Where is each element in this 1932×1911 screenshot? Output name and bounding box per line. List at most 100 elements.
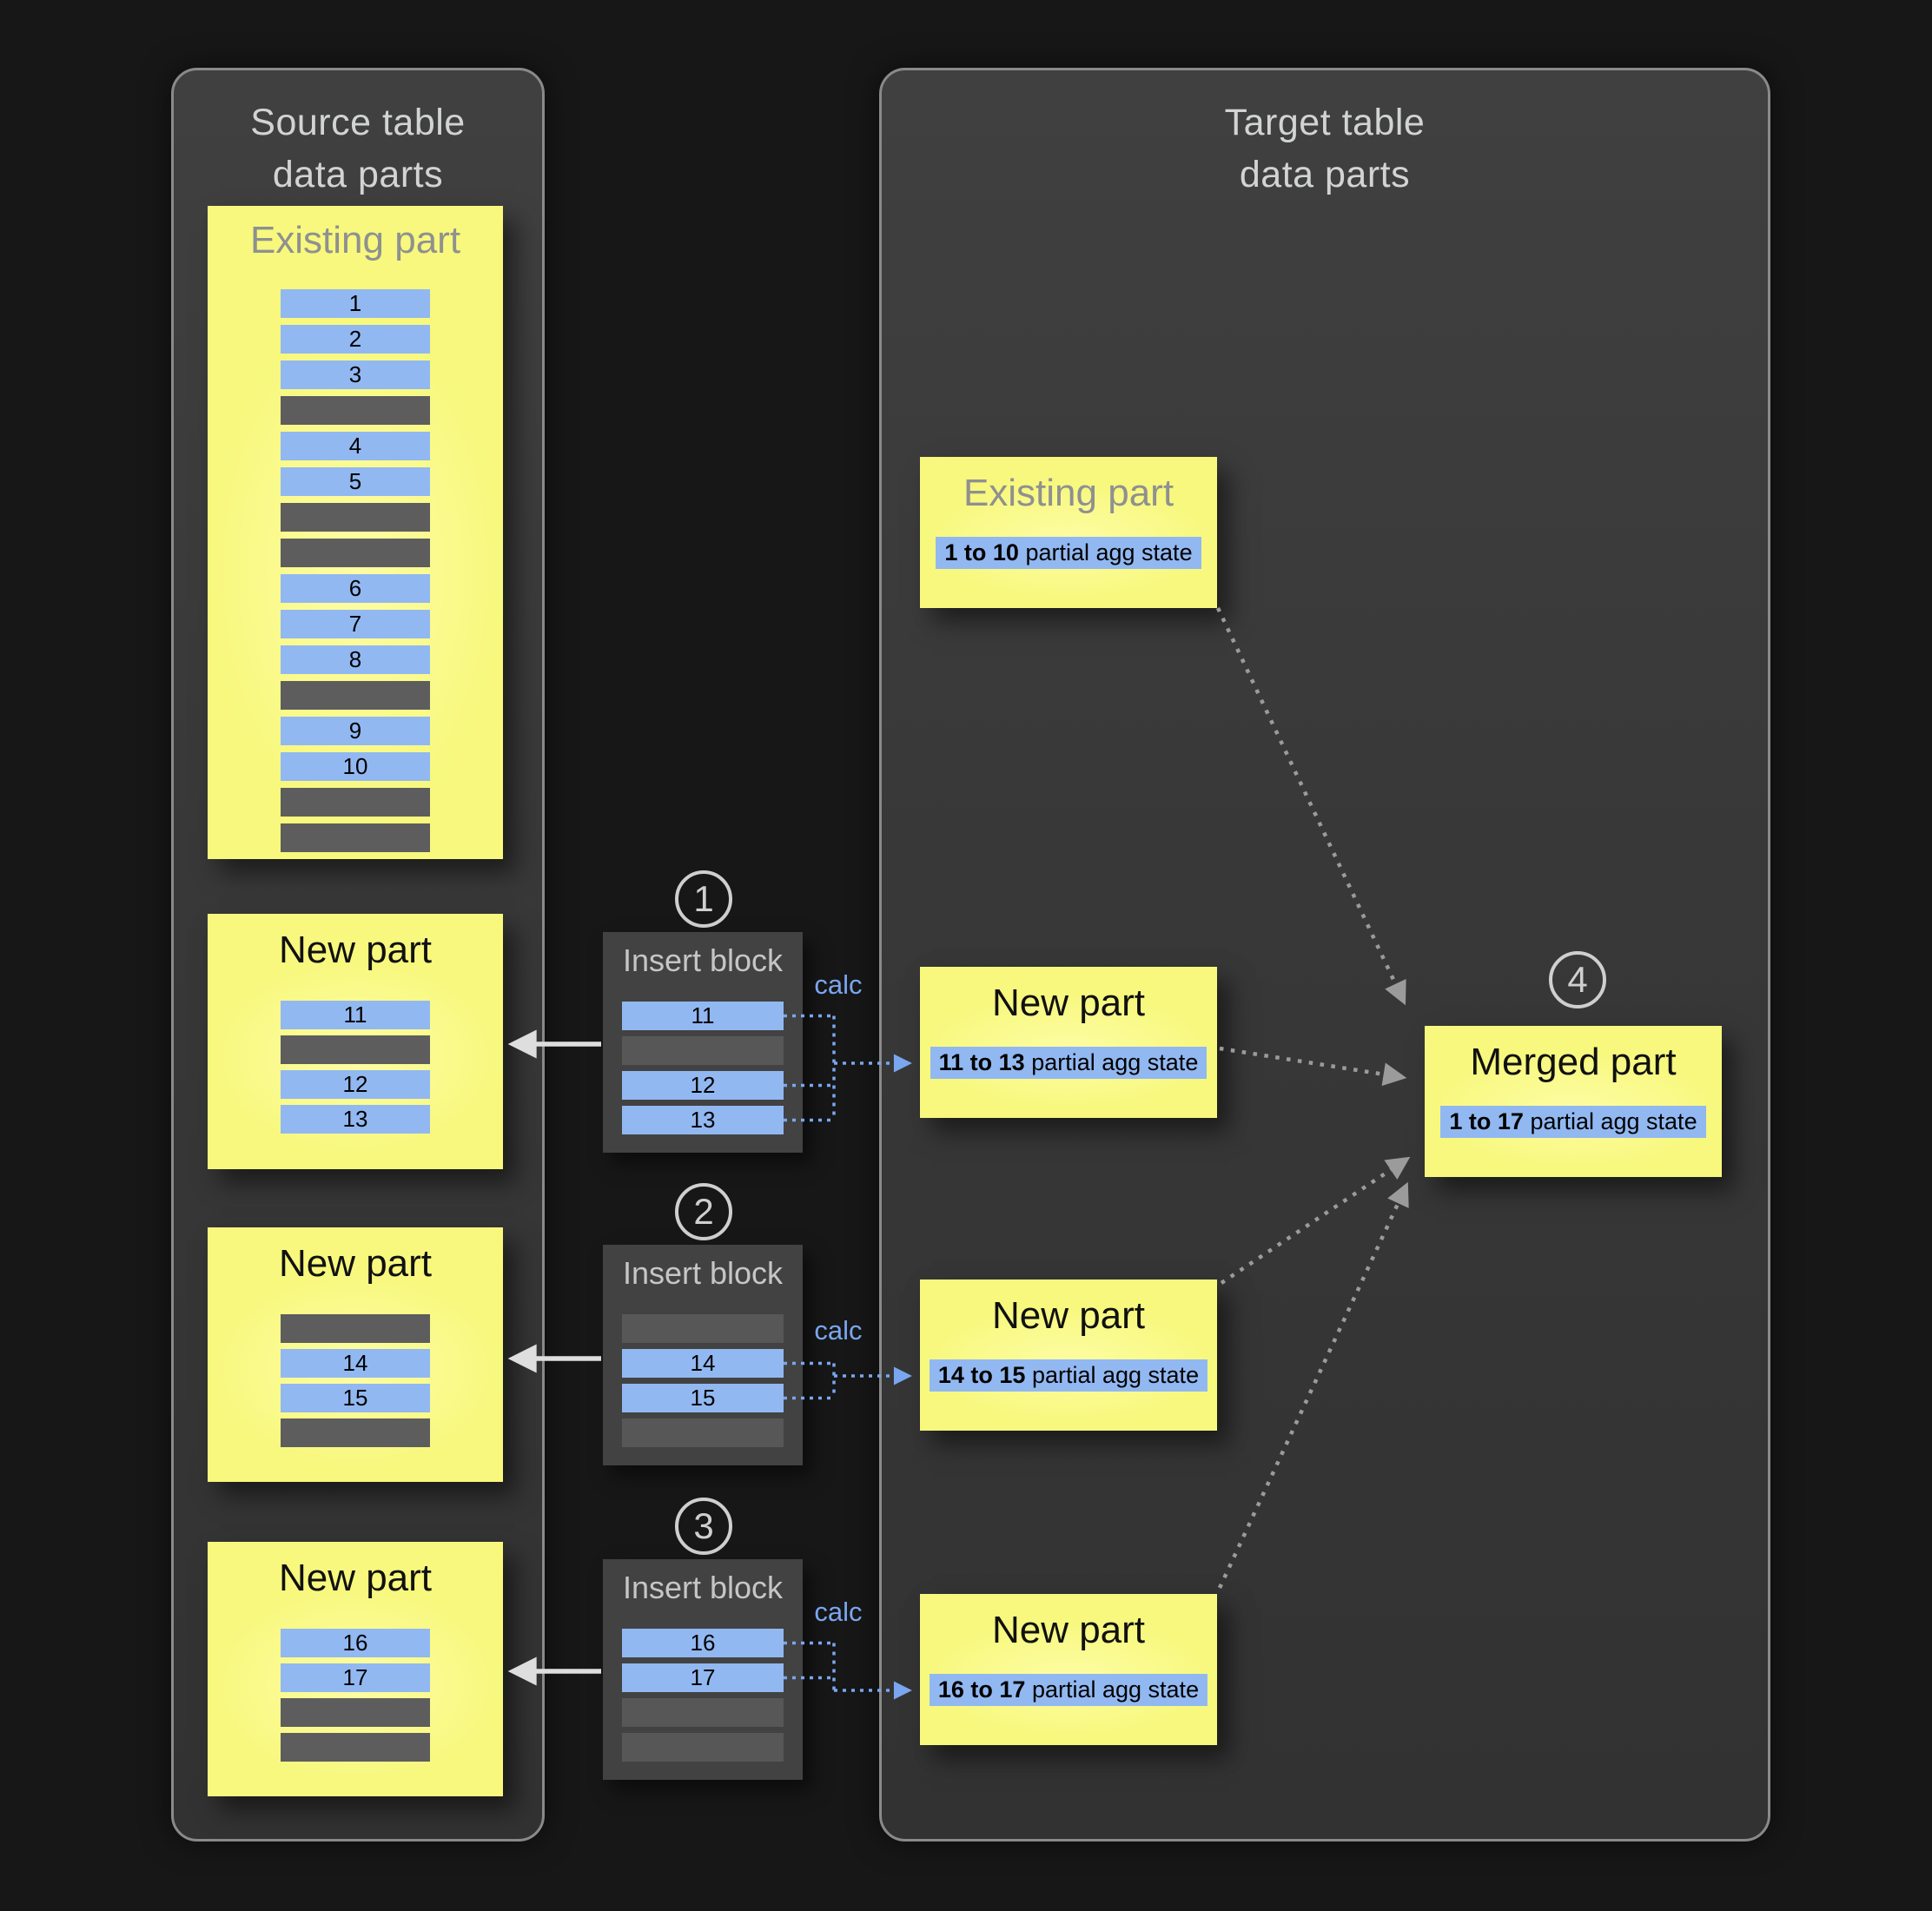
merged-part: Merged part 1 to 17 partial agg state	[1425, 1026, 1722, 1177]
target-panel-title-line2: data parts	[1239, 154, 1411, 195]
placeholder-row	[281, 823, 430, 852]
data-row: 5	[281, 467, 430, 496]
agg-state-badge: 1 to 17 partial agg state	[1440, 1106, 1706, 1138]
step-4-badge: 4	[1549, 951, 1606, 1008]
insert-block-1: Insert block 11 12 13	[603, 932, 803, 1153]
target-table-panel: Target table data parts	[879, 68, 1770, 1842]
agg-state-badge: 11 to 13 partial agg state	[930, 1047, 1208, 1079]
data-row: 15	[281, 1384, 430, 1412]
data-row: 9	[281, 717, 430, 745]
agg-suffix: partial agg state	[1024, 1049, 1199, 1075]
data-row: 12	[622, 1071, 784, 1100]
source-panel-title-line2: data parts	[272, 154, 444, 195]
target-new-part-3: New part 16 to 17 partial agg state	[920, 1594, 1217, 1745]
merged-part-title: Merged part	[1470, 1041, 1677, 1083]
placeholder-row	[622, 1733, 784, 1762]
insert-block-2-title: Insert block	[622, 1255, 784, 1291]
agg-range: 11 to 13	[938, 1049, 1025, 1075]
insert-block-3-title: Insert block	[622, 1570, 784, 1605]
placeholder-row	[281, 1314, 430, 1343]
insert-block-1-rows: 11 12 13	[603, 1002, 803, 1134]
data-row: 13	[281, 1105, 430, 1134]
data-row: 11	[622, 1002, 784, 1030]
target-new-part-2-title: New part	[991, 1294, 1146, 1337]
agg-range: 14 to 15	[937, 1362, 1026, 1388]
step-1-badge: 1	[675, 870, 732, 928]
placeholder-row	[622, 1036, 784, 1065]
data-row: 6	[281, 574, 430, 603]
placeholder-row	[281, 503, 430, 532]
target-new-part-2-agg-state: 14 to 15 partial agg state	[920, 1359, 1217, 1392]
placeholder-row	[281, 1035, 430, 1064]
agg-range: 16 to 17	[937, 1676, 1026, 1703]
placeholder-row	[281, 788, 430, 817]
data-row: 7	[281, 610, 430, 638]
data-row: 3	[281, 360, 430, 389]
target-existing-agg-state: 1 to 10 partial agg state	[920, 537, 1217, 569]
insert-block-1-title: Insert block	[622, 942, 784, 978]
data-row: 4	[281, 432, 430, 460]
placeholder-row	[281, 1733, 430, 1762]
target-new-part-1: New part 11 to 13 partial agg state	[920, 967, 1217, 1118]
data-row: 13	[622, 1106, 784, 1134]
agg-state-badge: 14 to 15 partial agg state	[929, 1359, 1208, 1392]
placeholder-row	[281, 1418, 430, 1447]
target-new-part-3-agg-state: 16 to 17 partial agg state	[920, 1674, 1217, 1706]
source-existing-part-title: Existing part	[249, 219, 461, 261]
step-3-badge: 3	[675, 1498, 732, 1555]
insert-block-3: Insert block 16 17	[603, 1559, 803, 1780]
agg-suffix: partial agg state	[1025, 1362, 1200, 1388]
agg-suffix: partial agg state	[1025, 1676, 1200, 1703]
source-new-part-1-title: New part	[278, 929, 433, 971]
placeholder-row	[281, 681, 430, 710]
agg-state-badge: 1 to 10 partial agg state	[936, 537, 1201, 569]
data-row: 14	[281, 1349, 430, 1378]
source-panel-title: Source table data parts	[174, 96, 542, 201]
data-row: 14	[622, 1349, 784, 1378]
data-row: 10	[281, 752, 430, 781]
source-existing-part: Existing part 1 2 3 4 5 6 7 8 9 10	[208, 206, 503, 859]
agg-suffix: partial agg state	[1523, 1108, 1697, 1134]
placeholder-row	[622, 1314, 784, 1343]
step-2-badge: 2	[675, 1183, 732, 1240]
target-existing-part: Existing part 1 to 10 partial agg state	[920, 457, 1217, 608]
data-row: 17	[622, 1663, 784, 1692]
source-new-part-2-title: New part	[278, 1242, 433, 1285]
target-panel-title-line1: Target table	[1224, 102, 1426, 143]
source-new-part-3-title: New part	[278, 1557, 433, 1599]
source-new-part-1-rows: 11 12 13	[208, 1001, 503, 1134]
data-row: 16	[622, 1629, 784, 1657]
data-row: 12	[281, 1070, 430, 1099]
merged-part-agg-state: 1 to 17 partial agg state	[1425, 1106, 1722, 1138]
placeholder-row	[281, 396, 430, 425]
target-new-part-2: New part 14 to 15 partial agg state	[920, 1280, 1217, 1431]
target-new-part-1-title: New part	[991, 982, 1146, 1024]
placeholder-row	[281, 539, 430, 567]
agg-suffix: partial agg state	[1018, 539, 1193, 565]
data-row: 17	[281, 1663, 430, 1692]
data-row: 15	[622, 1384, 784, 1412]
data-row: 11	[281, 1001, 430, 1029]
agg-state-badge: 16 to 17 partial agg state	[929, 1674, 1208, 1706]
calc-label-3: calc	[814, 1597, 863, 1627]
target-existing-part-title: Existing part	[963, 472, 1174, 514]
target-new-part-3-title: New part	[991, 1609, 1146, 1651]
data-row: 1	[281, 289, 430, 318]
data-row: 2	[281, 325, 430, 354]
target-panel-title: Target table data parts	[882, 96, 1768, 201]
data-row: 8	[281, 645, 430, 674]
placeholder-row	[281, 1698, 430, 1727]
agg-range: 1 to 17	[1449, 1108, 1524, 1134]
source-new-part-1: New part 11 12 13	[208, 914, 503, 1169]
placeholder-row	[622, 1698, 784, 1727]
calc-label-2: calc	[814, 1315, 863, 1346]
target-new-part-1-agg-state: 11 to 13 partial agg state	[920, 1047, 1217, 1079]
placeholder-row	[622, 1418, 784, 1447]
